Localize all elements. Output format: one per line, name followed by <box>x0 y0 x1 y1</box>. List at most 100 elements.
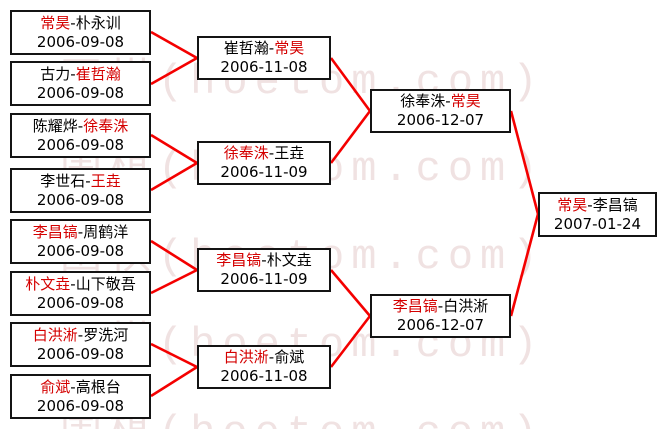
match-r16-6: 朴文垚-山下敬吾 2006-09-08 <box>10 271 151 316</box>
separator: - <box>268 39 275 57</box>
separator: - <box>70 64 76 83</box>
connector-line <box>329 315 372 368</box>
connector-line <box>329 110 372 164</box>
match-date: 2006-09-08 <box>36 293 125 312</box>
separator: - <box>437 297 444 315</box>
match-qf-1: 崔哲瀚-常昊 2006-11-08 <box>197 36 331 80</box>
separator: - <box>70 377 76 396</box>
match-players: 徐奉洙-常昊 <box>372 92 509 111</box>
match-final: 常昊-李昌镐 2007-01-24 <box>538 192 657 237</box>
match-r16-4: 李世石-王垚 2006-09-08 <box>10 168 151 213</box>
player2-name: 高根台 <box>75 377 121 396</box>
player1-name: 崔哲瀚 <box>223 39 269 57</box>
player2-name: 山下敬吾 <box>75 274 136 293</box>
player2-name: 朴文垚 <box>266 251 312 269</box>
match-date: 2006-11-08 <box>220 367 308 385</box>
match-players: 常昊-李昌镐 <box>540 196 655 215</box>
match-sf-2: 李昌镐-白洪淅 2006-12-07 <box>370 294 511 338</box>
match-r16-7: 白洪淅-罗洗河 2006-09-08 <box>10 322 151 367</box>
match-players: 常昊-朴永训 <box>12 14 149 33</box>
player2-name: 王垚 <box>90 171 121 190</box>
separator: - <box>77 325 84 344</box>
match-date: 2007-01-24 <box>553 214 642 233</box>
player1-name: 俞斌 <box>40 377 71 396</box>
connector-line <box>150 342 198 369</box>
watermark-row: 围棋(hoetom.com) <box>60 396 544 429</box>
connector-line <box>330 269 371 317</box>
match-date: 2006-11-09 <box>220 270 308 288</box>
match-qf-4: 白洪淅-俞斌 2006-11-08 <box>197 345 331 389</box>
player2-name: 崔哲瀚 <box>75 64 121 83</box>
player1-name: 常昊 <box>40 13 71 32</box>
player2-name: 朴永训 <box>75 13 121 32</box>
player1-name: 陈耀烨 <box>32 116 78 135</box>
match-r16-2: 古力-崔哲瀚 2006-09-08 <box>10 61 151 106</box>
player1-name: 李昌镐 <box>392 297 438 315</box>
player1-name: 白洪淅 <box>32 325 78 344</box>
player2-name: 白洪淅 <box>443 297 489 315</box>
separator: - <box>268 348 275 366</box>
match-players: 白洪淅-俞斌 <box>199 348 329 367</box>
separator: - <box>268 144 275 162</box>
match-players: 古力-崔哲瀚 <box>12 65 149 84</box>
separator: - <box>261 251 267 269</box>
connector-line <box>509 110 540 215</box>
player1-name: 白洪淅 <box>223 348 269 366</box>
separator: - <box>85 171 91 190</box>
match-players: 李昌镐-白洪淅 <box>372 297 509 316</box>
match-players: 李世石-王垚 <box>12 172 149 191</box>
player2-name: 常昊 <box>274 39 305 57</box>
player1-name: 徐奉洙 <box>223 144 269 162</box>
match-date: 2006-09-08 <box>36 190 125 209</box>
match-players: 李昌镐-朴文垚 <box>199 251 329 270</box>
player1-name: 李世石 <box>40 171 86 190</box>
match-date: 2006-09-08 <box>36 344 125 363</box>
connector-line <box>329 57 372 112</box>
match-r16-3: 陈耀烨-徐奉洙 2006-09-08 <box>10 113 151 158</box>
match-players: 陈耀烨-徐奉洙 <box>12 117 149 136</box>
connector-line <box>150 56 198 86</box>
match-players: 李昌镐-周鹤洋 <box>12 223 149 242</box>
connector-line <box>150 133 198 165</box>
player2-name: 常昊 <box>450 92 481 110</box>
separator: - <box>70 13 76 32</box>
player2-name: 徐奉洙 <box>83 116 129 135</box>
match-qf-3: 李昌镐-朴文垚 2006-11-09 <box>197 248 331 292</box>
match-players: 崔哲瀚-常昊 <box>199 39 329 58</box>
match-r16-5: 李昌镐-周鹤洋 2006-09-08 <box>10 219 151 264</box>
match-players: 俞斌-高根台 <box>12 378 149 397</box>
connector-line <box>150 268 198 295</box>
connector-line <box>509 213 540 317</box>
player2-name: 俞斌 <box>274 348 305 366</box>
player2-name: 李昌镐 <box>592 195 638 214</box>
player1-name: 古力 <box>40 64 71 83</box>
player1-name: 李昌镐 <box>32 222 78 241</box>
separator: - <box>77 116 84 135</box>
player1-name: 徐奉洙 <box>400 92 446 110</box>
match-players: 徐奉洙-王垚 <box>199 144 329 163</box>
match-date: 2006-09-08 <box>36 83 125 102</box>
separator: - <box>587 195 593 214</box>
separator: - <box>445 92 451 110</box>
player1-name: 常昊 <box>557 195 588 214</box>
player2-name: 王垚 <box>274 144 305 162</box>
match-date: 2006-09-08 <box>36 396 125 415</box>
match-players: 朴文垚-山下敬吾 <box>12 275 149 294</box>
match-qf-2: 徐奉洙-王垚 2006-11-09 <box>197 141 331 185</box>
match-date: 2006-09-08 <box>36 241 125 260</box>
match-players: 白洪淅-罗洗河 <box>12 326 149 345</box>
connector-line <box>150 239 198 272</box>
player2-name: 周鹤洋 <box>83 222 129 241</box>
connector-line <box>150 365 198 398</box>
player2-name: 罗洗河 <box>83 325 129 344</box>
separator: - <box>70 274 76 293</box>
match-r16-8: 俞斌-高根台 2006-09-08 <box>10 374 151 419</box>
match-date: 2006-12-07 <box>396 316 485 334</box>
match-date: 2006-11-09 <box>220 163 308 181</box>
separator: - <box>77 222 84 241</box>
match-date: 2006-09-08 <box>36 32 125 51</box>
player1-name: 李昌镐 <box>216 251 262 269</box>
match-r16-1: 常昊-朴永训 2006-09-08 <box>10 10 151 55</box>
